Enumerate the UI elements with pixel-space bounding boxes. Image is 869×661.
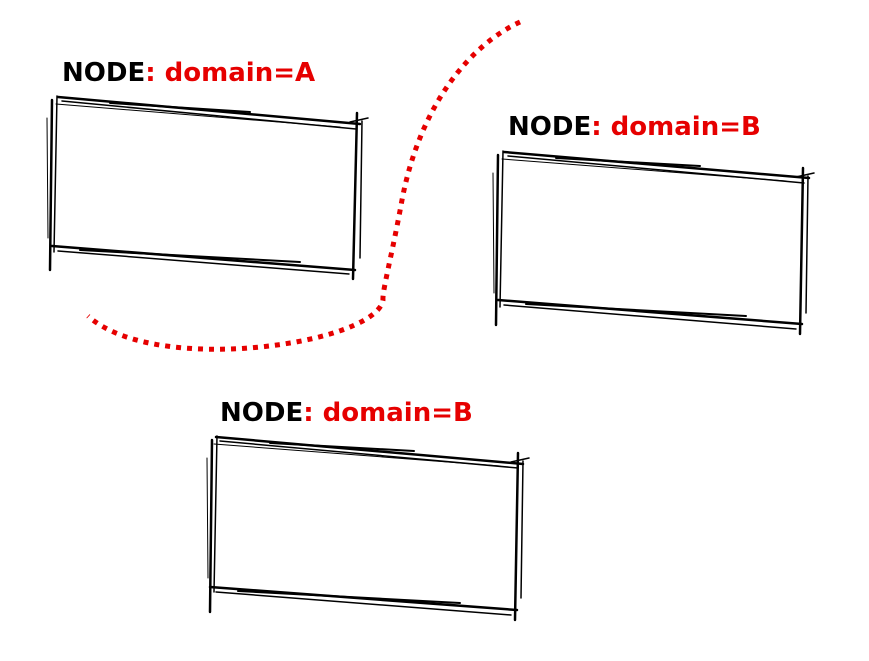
node-label-value: domain=B	[610, 112, 761, 142]
node-label-key: NODE	[508, 112, 592, 142]
domain-boundary	[86, 19, 522, 352]
node-label-b-bottom: NODE: domain=B	[220, 400, 473, 426]
node-label-separator: :	[145, 58, 165, 88]
node-box-a	[46, 95, 369, 281]
node-label-key: NODE	[62, 58, 146, 88]
node-label-a: NODE: domain=A	[62, 60, 315, 86]
node-label-key: NODE	[220, 398, 304, 428]
node-label-separator: :	[591, 112, 611, 142]
node-label-b-right: NODE: domain=B	[508, 114, 761, 140]
node-label-value: domain=A	[164, 58, 316, 88]
node-box-b-bottom	[206, 435, 530, 622]
node-label-separator: :	[303, 398, 323, 428]
node-label-value: domain=B	[322, 398, 473, 428]
node-box-b-right	[492, 150, 815, 336]
